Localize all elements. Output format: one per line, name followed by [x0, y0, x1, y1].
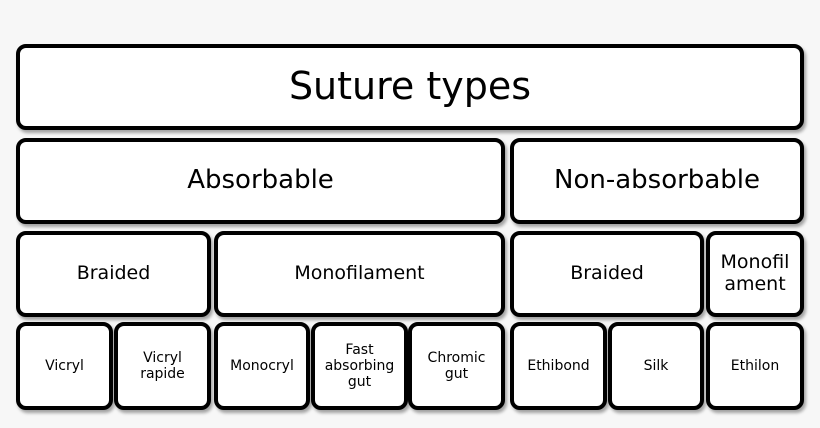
item-ethilon-label: Ethilon [730, 357, 780, 374]
item-chromic-gut-label: Chromic gut [427, 349, 486, 382]
category-absorbable-label: Absorbable [187, 165, 334, 196]
diagram-title-text: Suture types [288, 64, 532, 109]
subcategory-non-absorbable-braided-label: Braided [570, 262, 644, 285]
subcategory-absorbable-braided: Braided [16, 231, 211, 317]
subcategory-absorbable-monofilament: Monofilament [214, 231, 505, 317]
category-non-absorbable-label: Non-absorbable [554, 165, 760, 196]
item-monocryl: Monocryl [214, 322, 310, 410]
item-fast-absorbing-gut-label: Fast absorbing gut [324, 341, 395, 391]
subcategory-non-absorbable-braided: Braided [510, 231, 704, 317]
subcategory-non-absorbable-monofilament: Monofil ament [706, 231, 804, 317]
category-non-absorbable: Non-absorbable [510, 138, 804, 224]
item-monocryl-label: Monocryl [230, 357, 294, 374]
item-silk: Silk [608, 322, 704, 410]
category-absorbable: Absorbable [16, 138, 505, 224]
subcategory-non-absorbable-monofilament-label: Monofil ament [720, 251, 790, 295]
item-fast-absorbing-gut: Fast absorbing gut [311, 322, 408, 410]
item-vicryl: Vicryl [16, 322, 113, 410]
item-chromic-gut: Chromic gut [408, 322, 505, 410]
diagram-title: Suture types [16, 44, 804, 130]
item-ethibond-label: Ethibond [527, 357, 590, 374]
item-ethibond: Ethibond [510, 322, 607, 410]
item-silk-label: Silk [643, 357, 669, 374]
subcategory-absorbable-monofilament-label: Monofilament [294, 262, 425, 285]
item-ethilon: Ethilon [706, 322, 804, 410]
item-vicryl-rapide: Vicryl rapide [114, 322, 211, 410]
subcategory-absorbable-braided-label: Braided [76, 262, 151, 285]
item-vicryl-rapide-label: Vicryl rapide [140, 349, 185, 382]
item-vicryl-label: Vicryl [45, 357, 84, 374]
